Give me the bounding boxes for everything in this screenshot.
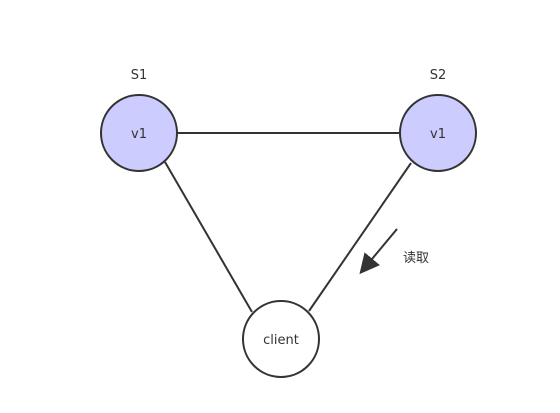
server-s2-label: S2	[430, 68, 447, 83]
client-node	[242, 300, 320, 378]
edge-s1-client	[164, 161, 253, 313]
read-annotation: 读取	[403, 251, 429, 266]
edge-s2-client	[308, 162, 412, 312]
server-s1-node	[100, 94, 178, 172]
client-label: client	[263, 333, 299, 348]
server-s1-label: S1	[131, 68, 148, 83]
server-s2: S2 v1	[399, 68, 477, 172]
server-s2-value: v1	[430, 127, 446, 142]
server-s1: S1 v1	[100, 68, 178, 172]
client: client	[242, 300, 320, 378]
server-s2-node	[399, 94, 477, 172]
read-arrow	[359, 228, 398, 275]
server-s1-value: v1	[131, 127, 147, 142]
